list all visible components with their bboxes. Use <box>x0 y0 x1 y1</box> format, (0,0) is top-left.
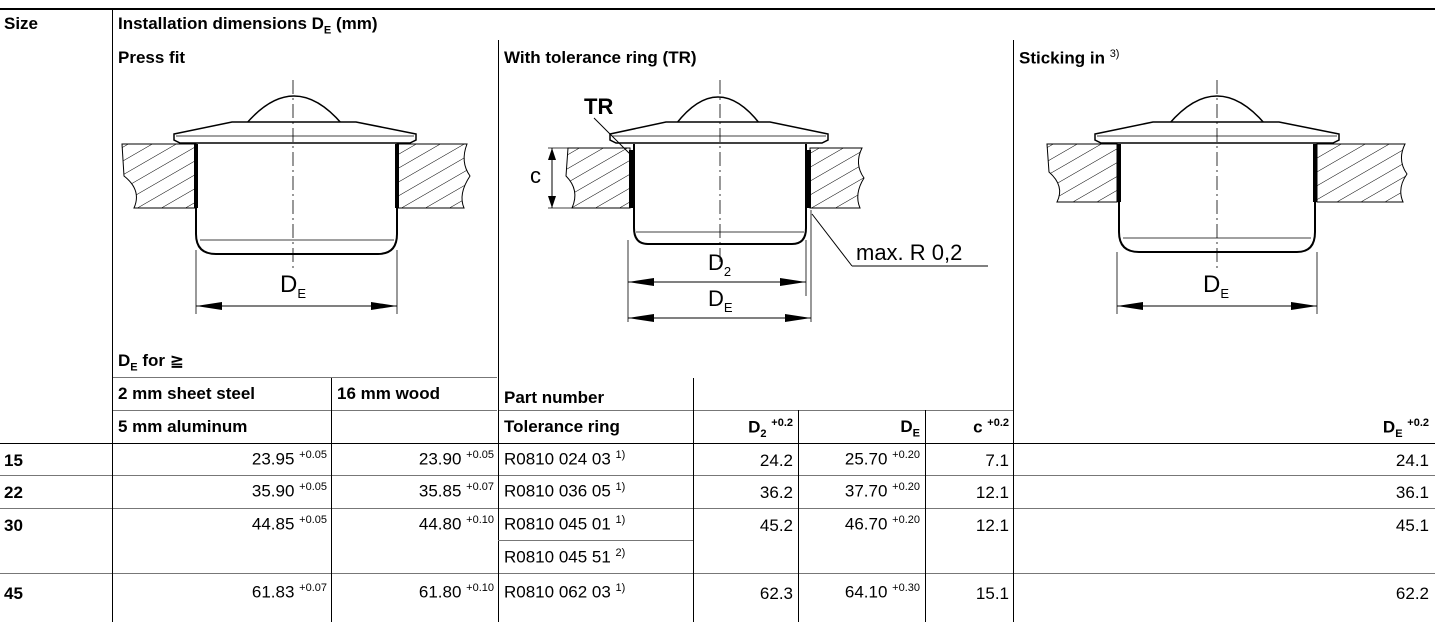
press-fit-de-label: DE <box>280 271 306 301</box>
tr-c-label: c <box>530 163 541 188</box>
cell-c: 7.1 <box>985 451 1009 470</box>
row-rule-1 <box>0 475 1435 476</box>
header-tolerance-ring-col: Tolerance ring <box>504 417 620 436</box>
col-line-c <box>925 410 926 622</box>
sub-row-rule <box>498 540 693 541</box>
press-fit-diagram: DE <box>121 80 471 314</box>
tolerance-ring-diagram: TR c D2 DE max. R 0,2 <box>530 80 988 322</box>
cell-sheet: 23.95 +0.05 <box>251 449 327 469</box>
header-sticking-in: Sticking in 3) <box>1019 48 1120 68</box>
cell-d2: 36.2 <box>759 483 793 502</box>
header-d2: D2 +0.2 <box>748 417 793 441</box>
cell-d2: 24.2 <box>759 451 793 470</box>
cell-sheet: 44.85 +0.05 <box>251 514 327 534</box>
cell-sheet: 35.90 +0.05 <box>251 481 327 501</box>
rule-de-for <box>112 377 497 378</box>
header-installation: Installation dimensions DE (mm) <box>118 14 378 37</box>
cell-part: R0810 024 03 1) <box>504 449 626 469</box>
header-bottom-rule <box>0 443 1435 444</box>
cell-size: 22 <box>4 483 23 502</box>
header-tolerance-ring: With tolerance ring (TR) <box>504 48 697 67</box>
stick-de-label: DE <box>1203 271 1229 301</box>
cell-d2: 45.2 <box>759 516 793 535</box>
header-c: c +0.2 <box>973 417 1009 437</box>
header-aluminum: 5 mm aluminum <box>118 417 248 436</box>
cell-de: 25.70 +0.20 <box>844 449 920 469</box>
col-line-de <box>798 410 799 622</box>
header-wood: 16 mm wood <box>337 384 440 403</box>
cell-c: 12.1 <box>975 516 1009 535</box>
col-line-wood <box>331 378 332 622</box>
cell-c: 15.1 <box>975 584 1009 603</box>
cell-part: R0810 062 03 1) <box>504 582 626 602</box>
cell-stick: 62.2 <box>1395 584 1429 603</box>
row-rule-2 <box>0 508 1435 509</box>
row-rule-3-left <box>0 573 498 574</box>
tr-de-label: DE <box>708 286 733 315</box>
cell-size: 30 <box>4 516 23 535</box>
col-line-tr <box>498 40 499 622</box>
cell-part-alt: R0810 045 51 2) <box>504 547 626 567</box>
row-rule-3 <box>498 573 693 574</box>
header-stick-de: DE +0.2 <box>1382 417 1429 441</box>
cell-de: 46.70 +0.20 <box>844 514 920 534</box>
cell-de: 64.10 +0.30 <box>844 582 920 602</box>
cell-stick: 24.1 <box>1395 451 1429 470</box>
cell-wood: 44.80 +0.10 <box>418 514 494 534</box>
cell-size: 45 <box>4 584 23 603</box>
cell-stick: 36.1 <box>1395 483 1429 502</box>
cell-d2: 62.3 <box>759 584 793 603</box>
cell-c: 12.1 <box>975 483 1009 502</box>
rule-sheet-alu <box>112 410 497 411</box>
cell-de: 37.70 +0.20 <box>844 481 920 501</box>
table-top-rule <box>0 8 1435 10</box>
header-de: DE <box>900 417 920 440</box>
header-sheet-steel: 2 mm sheet steel <box>118 384 256 403</box>
cell-wood: 61.80 +0.10 <box>418 582 494 602</box>
col-line-stick <box>1013 40 1014 622</box>
cell-stick: 45.1 <box>1395 516 1429 535</box>
tr-radius-label: max. R 0,2 <box>856 240 962 265</box>
cell-wood: 35.85 +0.07 <box>418 481 494 501</box>
cell-wood: 23.90 +0.05 <box>418 449 494 469</box>
sticking-in-diagram: DE <box>1046 80 1408 314</box>
rule-part-tol <box>498 410 1013 411</box>
cell-sheet: 61.83 +0.07 <box>251 582 327 602</box>
col-line-d2 <box>693 378 694 622</box>
tr-d2-label: D2 <box>708 250 731 279</box>
header-de-for: DE for ≧ <box>118 351 184 374</box>
tr-label: TR <box>584 94 613 119</box>
cell-part: R0810 036 05 1) <box>504 481 626 501</box>
header-size: Size <box>4 14 39 33</box>
cell-size: 15 <box>4 451 23 470</box>
row-rule-3-right <box>693 573 1435 574</box>
cell-part: R0810 045 01 1) <box>504 514 626 534</box>
header-press-fit: Press fit <box>118 48 186 67</box>
col-line-size <box>112 8 113 622</box>
header-part-number: Part number <box>504 388 605 407</box>
